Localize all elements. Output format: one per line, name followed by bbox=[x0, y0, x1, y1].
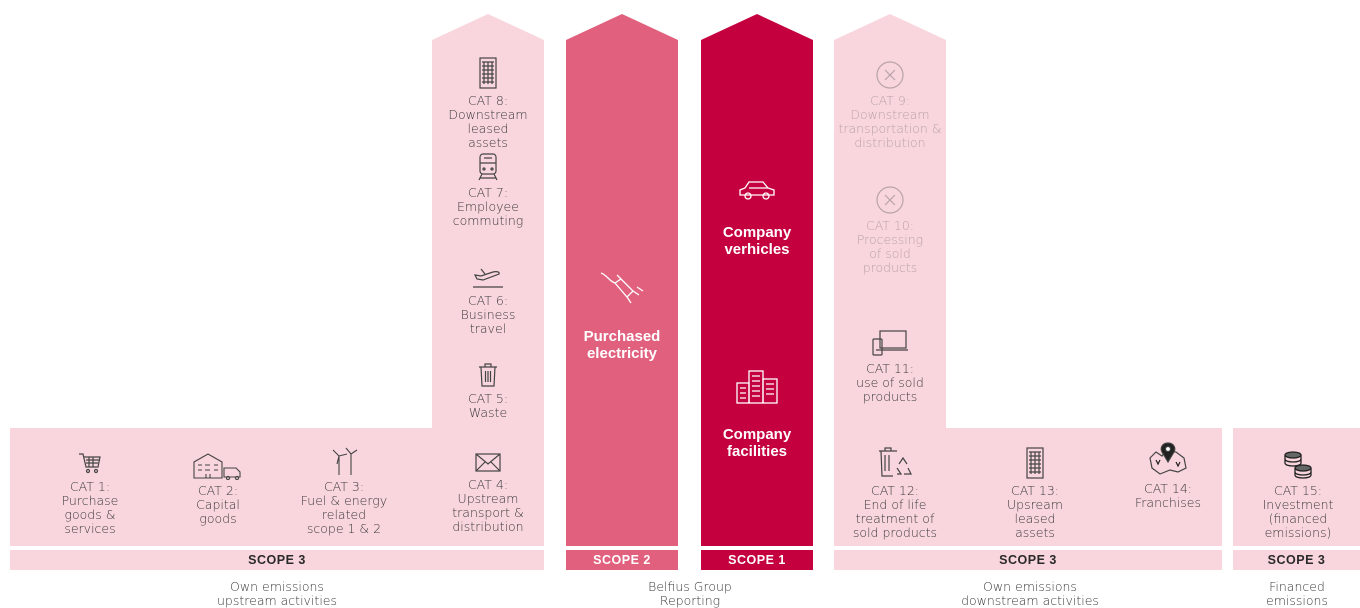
office-building-icon bbox=[479, 57, 497, 89]
cat1-block: CAT 1: Purchase goods & services bbox=[40, 450, 140, 536]
plug-icon bbox=[600, 272, 644, 304]
cat15-block: CAT 15: Investment (financed emissions) bbox=[1246, 450, 1350, 540]
building-truck-icon bbox=[193, 453, 241, 480]
devices-icon bbox=[872, 330, 908, 356]
cat7-block: CAT 7: Employee commuting bbox=[436, 152, 540, 228]
cat14-block: CAT 14: Franchises bbox=[1118, 440, 1218, 510]
scope1-vehicles-block: Company verhicles bbox=[701, 160, 813, 258]
cat13-block: CAT 13: Upsream leased assets bbox=[980, 446, 1090, 540]
cat12-block: CAT 12: End of life treatment of sold pr… bbox=[840, 446, 950, 540]
group-footer: Belfius Group Reporting bbox=[648, 579, 732, 608]
office-building-icon bbox=[1026, 447, 1044, 479]
upstream-footer: Own emissions upstream activities bbox=[217, 579, 337, 608]
downstream-footer: Own emissions downstream activities bbox=[961, 579, 1099, 608]
cat4-label: CAT 4: Upstream transport & distribution bbox=[452, 477, 524, 534]
cat8-label: CAT 8: Downstream leased assets bbox=[448, 93, 528, 150]
downstream-scope3-shape bbox=[834, 14, 1222, 546]
trash-bin-icon bbox=[479, 363, 497, 387]
cat15-label: CAT 15: Investment (financed emissions) bbox=[1262, 483, 1334, 540]
cat10-block: CAT 10: Processing of sold products bbox=[836, 185, 944, 275]
cat6-block: CAT 6: Business travel bbox=[436, 264, 540, 336]
upstream-scope3-bar: SCOPE 3 bbox=[10, 550, 544, 570]
scope1-vehicles-label: Company verhicles bbox=[722, 224, 792, 258]
cat4-block: CAT 4: Upstream transport & distribution bbox=[436, 450, 540, 534]
cat10-label: CAT 10: Processing of sold products bbox=[856, 218, 924, 275]
wind-turbine-icon bbox=[332, 447, 358, 475]
envelope-icon bbox=[475, 453, 501, 472]
car-icon bbox=[739, 181, 775, 200]
cat11-block: CAT 11: use of sold products bbox=[836, 328, 944, 404]
cat11-label: CAT 11: use of sold products bbox=[856, 361, 924, 404]
cross-circle-icon bbox=[876, 186, 904, 214]
cat7-label: CAT 7: Employee commuting bbox=[452, 185, 524, 228]
financed-scope3-bar: SCOPE 3 bbox=[1233, 550, 1360, 570]
cat6-label: CAT 6: Business travel bbox=[460, 293, 516, 336]
cat12-label: CAT 12: End of life treatment of sold pr… bbox=[852, 483, 938, 540]
financed-scope3-shape bbox=[1233, 428, 1360, 546]
cross-circle-icon bbox=[876, 61, 904, 89]
cat2-label: CAT 2: Capital goods bbox=[196, 483, 240, 526]
buildings-icon bbox=[736, 370, 778, 404]
downstream-scope3-bar: SCOPE 3 bbox=[834, 550, 1222, 570]
cat1-label: CAT 1: Purchase goods & services bbox=[61, 479, 119, 536]
cat9-label: CAT 9: Downstream transportation & distr… bbox=[838, 93, 942, 150]
train-icon bbox=[478, 153, 498, 181]
scope2-bar: SCOPE 2 bbox=[566, 550, 678, 570]
cat14-label: CAT 14: Franchises bbox=[1135, 481, 1201, 510]
scope2-label: Purchased electricity bbox=[583, 328, 661, 362]
recycle-bin-icon bbox=[879, 447, 912, 477]
scope1-facilities-label: Company facilities bbox=[722, 426, 792, 460]
scope1-facilities-block: Company facilities bbox=[701, 350, 813, 460]
scope1-arrow-shape bbox=[701, 14, 813, 546]
cat5-block: CAT 5: Waste bbox=[436, 362, 540, 420]
cat13-label: CAT 13: Upsream leased assets bbox=[1007, 483, 1063, 540]
cat5-label: CAT 5: Waste bbox=[467, 391, 509, 420]
cat3-label: CAT 3: Fuel & energy related scope 1 & 2 bbox=[300, 479, 388, 536]
cat8-block: CAT 8: Downstream leased assets bbox=[436, 56, 540, 150]
airplane-icon bbox=[473, 268, 503, 288]
shopping-cart-icon bbox=[79, 453, 101, 474]
upstream-scope3-shape bbox=[10, 14, 544, 546]
coins-icon bbox=[1284, 451, 1312, 479]
scope2-block: Purchased electricity bbox=[566, 250, 678, 362]
map-pin-icon bbox=[1149, 442, 1187, 475]
financed-footer: Financed emissions bbox=[1266, 579, 1328, 608]
cat3-block: CAT 3: Fuel & energy related scope 1 & 2 bbox=[294, 446, 394, 536]
scope1-bar: SCOPE 1 bbox=[701, 550, 813, 570]
cat2-block: CAT 2: Capital goods bbox=[168, 450, 268, 526]
cat9-block: CAT 9: Downstream transportation & distr… bbox=[836, 60, 944, 150]
